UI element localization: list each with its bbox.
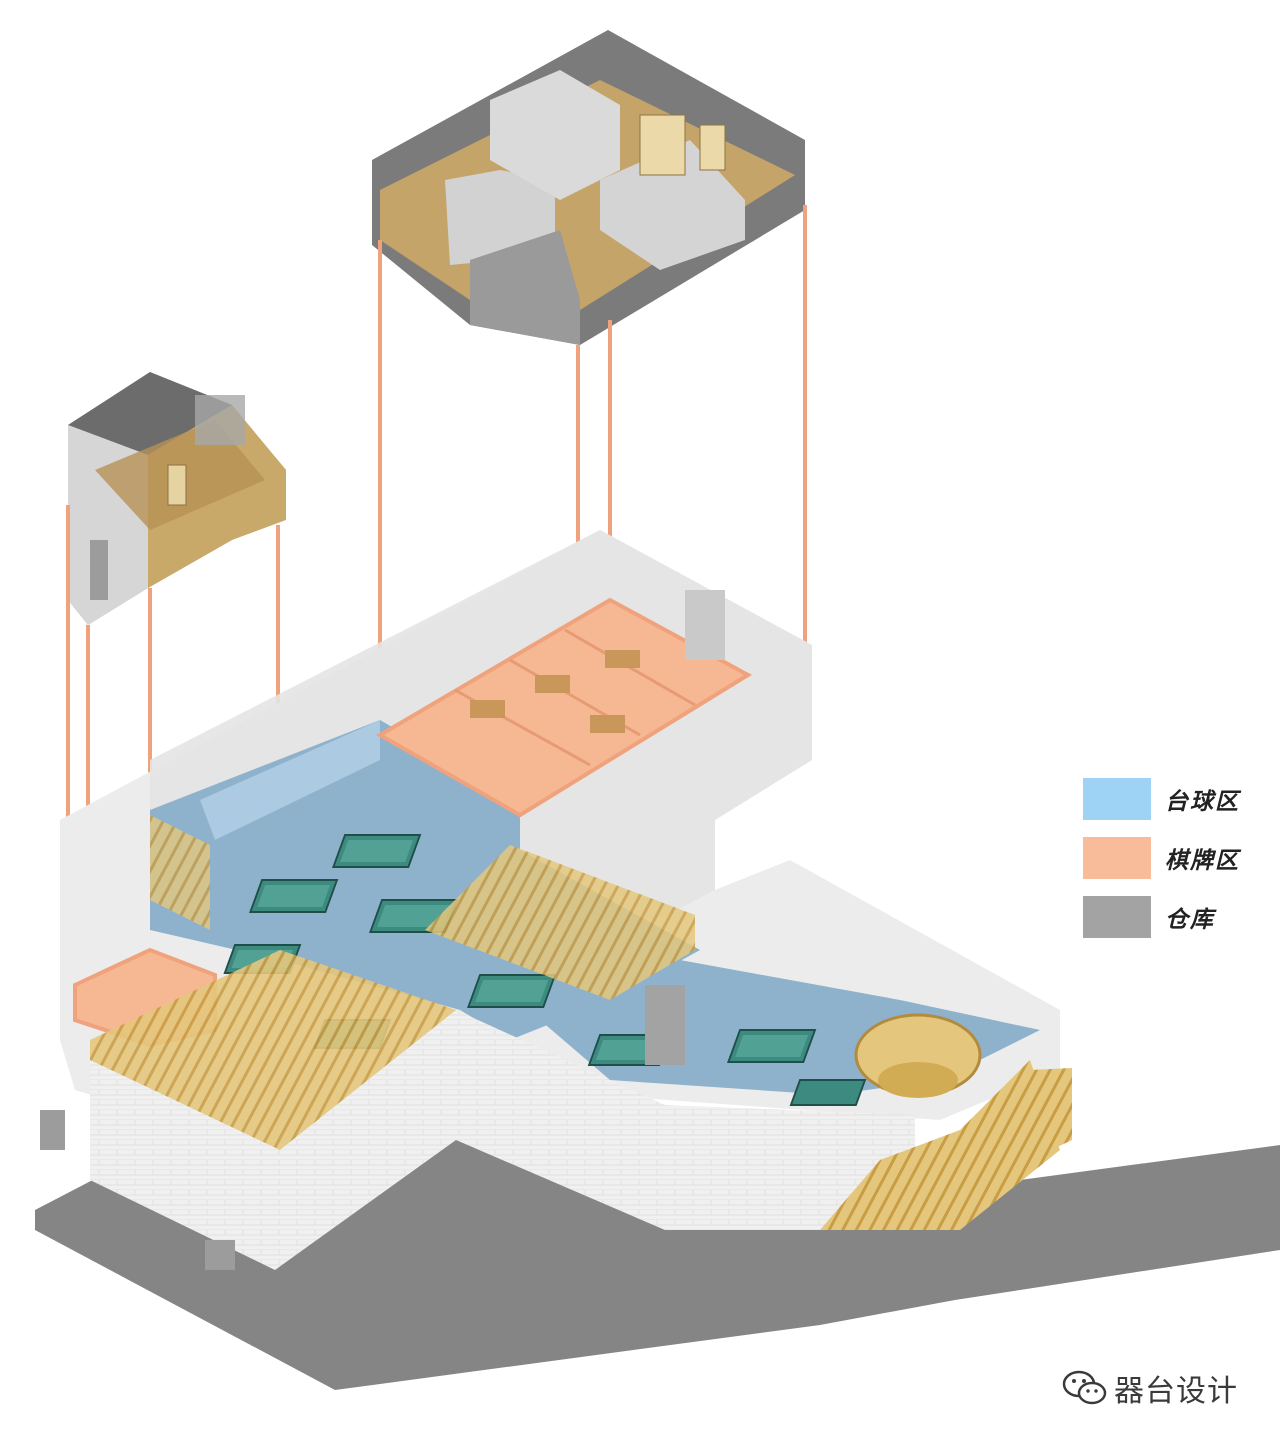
legend-item-billiards: 台球区 xyxy=(1083,778,1263,820)
legend: 台球区 棋牌区 仓库 xyxy=(1083,778,1263,955)
legend-label: 仓库 xyxy=(1165,907,1215,933)
front-walls xyxy=(40,1010,1060,1270)
billiard-table xyxy=(726,1029,817,1063)
legend-item-storage: 仓库 xyxy=(1083,896,1263,938)
legend-label: 棋牌区 xyxy=(1165,848,1240,874)
storage-unit-floor xyxy=(645,590,725,1065)
watermark: 器台设计 xyxy=(1062,1366,1238,1410)
legend-swatch xyxy=(1083,837,1151,879)
legend-swatch xyxy=(1083,778,1151,820)
legend-label: 台球区 xyxy=(1165,789,1240,815)
storage-block-top xyxy=(372,30,805,345)
legend-item-chess: 棋牌区 xyxy=(1083,837,1263,879)
timber-slat-features xyxy=(90,815,1072,1160)
chess-zone-top xyxy=(376,597,752,818)
billiard-table xyxy=(789,1079,867,1106)
billiard-table xyxy=(248,879,339,913)
wechat-icon xyxy=(1062,1370,1107,1405)
legend-swatch xyxy=(1083,896,1151,938)
watermark-text: 器台设计 xyxy=(1114,1374,1238,1409)
billiard-table xyxy=(331,834,422,868)
storage-block-left xyxy=(68,372,286,625)
round-table xyxy=(854,1013,982,1098)
billiard-table xyxy=(466,974,557,1008)
